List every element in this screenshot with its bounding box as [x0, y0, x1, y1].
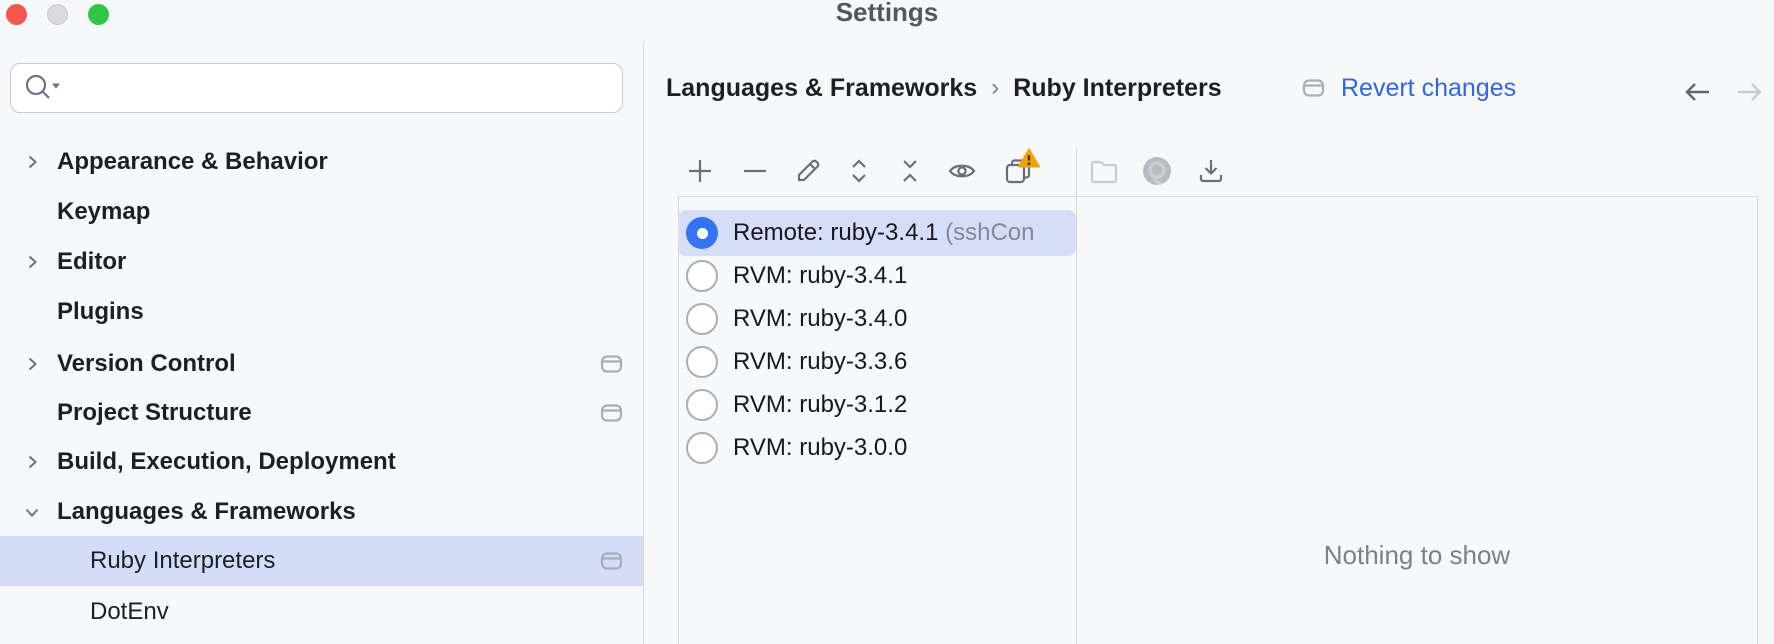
chevron-right-icon[interactable]	[22, 252, 42, 272]
edit-interpreter-button[interactable]	[790, 153, 826, 189]
interpreter-name: RVM: ruby-3.4.1	[733, 262, 908, 289]
remove-interpreter-button[interactable]	[737, 153, 773, 189]
sidebar-item-label: Ruby Interpreters	[90, 547, 276, 574]
interpreter-row[interactable]: RVM: ruby-3.0.0	[678, 426, 1076, 470]
search-icon[interactable]	[23, 73, 61, 103]
sidebar-item-label: Project Structure	[57, 399, 252, 426]
interpreter-row[interactable]: RVM: ruby-3.3.6	[678, 340, 1076, 384]
window-title: Settings	[835, 0, 939, 27]
radio-unselected-icon[interactable]	[686, 346, 718, 378]
modified-indicator-icon	[599, 352, 624, 376]
sidebar-divider	[643, 42, 644, 644]
warning-badge-icon	[1018, 148, 1040, 168]
folder-icon	[1086, 153, 1122, 189]
sidebar-item-keymap[interactable]: Keymap	[0, 187, 643, 237]
radio-selected-icon[interactable]	[686, 217, 718, 249]
sidebar-item-dotenv[interactable]: DotEnv	[0, 587, 643, 637]
sidebar-item-label: Editor	[57, 248, 127, 275]
interpreter-row[interactable]: RVM: ruby-3.4.0	[678, 297, 1076, 341]
breadcrumb-ruby-interpreters: Ruby Interpreters	[1013, 73, 1222, 102]
duplicate-interpreter-button[interactable]	[1000, 148, 1040, 189]
interpreter-name: RVM: ruby-3.1.2	[733, 391, 908, 418]
chevron-down-icon[interactable]	[22, 502, 42, 522]
panel-top-border	[678, 196, 1757, 197]
sidebar-item-plugins[interactable]: Plugins	[0, 287, 643, 337]
show-hidden-eye-button[interactable]	[944, 153, 980, 189]
interpreter-row[interactable]: RVM: ruby-3.1.2	[678, 383, 1076, 427]
sidebar-item-editor[interactable]: Editor	[0, 237, 643, 287]
radio-unselected-icon[interactable]	[686, 303, 718, 335]
radio-unselected-icon[interactable]	[686, 389, 718, 421]
sidebar-item-label: Keymap	[57, 198, 151, 225]
close-button[interactable]	[6, 4, 27, 25]
chevron-right-icon[interactable]	[22, 152, 42, 172]
interpreter-name: RVM: ruby-3.0.0	[733, 434, 908, 461]
interpreter-row[interactable]: RVM: ruby-3.4.1	[678, 254, 1076, 298]
minimize-button[interactable]	[47, 4, 68, 25]
list-left-border	[678, 196, 679, 644]
panel-right-border	[1757, 196, 1758, 644]
modified-indicator-icon	[1301, 76, 1326, 100]
sidebar-item-build-execution-deployment[interactable]: Build, Execution, Deployment	[0, 437, 643, 487]
forward-arrow-button	[1734, 78, 1766, 106]
interpreter-name: RVM: ruby-3.3.6	[733, 348, 908, 375]
breadcrumb-languages-frameworks[interactable]: Languages & Frameworks	[666, 73, 978, 102]
back-arrow-button[interactable]	[1681, 78, 1713, 106]
download-gem-button[interactable]	[1193, 153, 1229, 189]
empty-state-message: Nothing to show	[1323, 540, 1511, 570]
sidebar-item-label: DotEnv	[90, 598, 169, 625]
breadcrumb: Languages & Frameworks › Ruby Interprete…	[666, 72, 1222, 104]
gem-sphere-icon	[1139, 153, 1175, 189]
sidebar-item-appearance-behavior[interactable]: Appearance & Behavior	[0, 137, 643, 187]
chevron-right-icon[interactable]	[22, 354, 42, 374]
interpreter-row-remote[interactable]: Remote: ruby-3.4.1 (sshCon	[678, 210, 1076, 256]
collapse-all-icon[interactable]	[892, 153, 928, 189]
panel-splitter[interactable]	[1076, 148, 1077, 644]
sidebar-item-label: Plugins	[57, 298, 144, 325]
sidebar-item-project-structure[interactable]: Project Structure	[0, 388, 643, 438]
sidebar-item-label: Build, Execution, Deployment	[57, 448, 396, 475]
modified-indicator-icon	[599, 549, 624, 573]
chevron-right-icon[interactable]	[22, 452, 42, 472]
interpreter-name: Remote: ruby-3.4.1	[733, 219, 939, 246]
sidebar-item-label: Appearance & Behavior	[57, 148, 328, 175]
radio-unselected-icon[interactable]	[686, 432, 718, 464]
zoom-button[interactable]	[88, 4, 109, 25]
modified-indicator-icon	[599, 401, 624, 425]
sidebar-item-version-control[interactable]: Version Control	[0, 339, 643, 389]
sidebar-item-languages-frameworks[interactable]: Languages & Frameworks	[0, 487, 643, 537]
breadcrumb-separator: ›	[991, 74, 1000, 101]
interpreter-name: RVM: ruby-3.4.0	[733, 305, 908, 332]
interpreter-suffix: (sshCon	[945, 219, 1035, 246]
settings-search-field[interactable]	[10, 63, 623, 113]
sidebar-item-label: Languages & Frameworks	[57, 498, 356, 525]
sidebar-item-ruby-interpreters[interactable]: Ruby Interpreters	[0, 536, 643, 586]
revert-changes-link[interactable]: Revert changes	[1341, 73, 1517, 102]
expand-all-icon[interactable]	[841, 153, 877, 189]
search-input[interactable]	[71, 68, 622, 108]
radio-unselected-icon[interactable]	[686, 260, 718, 292]
sidebar-item-label: Version Control	[57, 350, 236, 377]
add-interpreter-button[interactable]	[682, 153, 718, 189]
